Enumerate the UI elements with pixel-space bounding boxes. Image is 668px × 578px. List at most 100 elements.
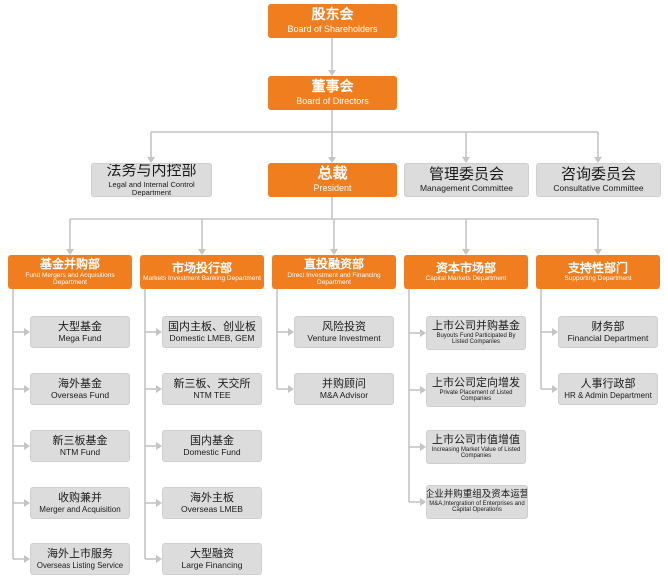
arrow-down-icon <box>594 249 602 255</box>
sub-label: 海外基金 <box>58 376 102 390</box>
arrow-right-icon <box>156 442 162 450</box>
dept-label-en: Supporting Department <box>564 275 632 283</box>
arrow-right-icon <box>24 499 30 507</box>
dept-label-en: Direct Investment and Financing Departme… <box>287 271 381 286</box>
dept-label: 直投融资部 <box>303 257 364 272</box>
sub-label: 人事行政部 <box>580 377 636 391</box>
sub-label: 上市公司定向增发 <box>432 376 520 390</box>
sub-merger-acquisition: 收购兼并 Merger and Acquisition <box>30 487 130 519</box>
arrow-down-icon <box>198 249 206 255</box>
sub-label: 上市公司市值增值 <box>432 433 520 447</box>
management-box: 管理委员会 Management Committee <box>404 163 529 197</box>
arrow-down-icon <box>330 249 338 255</box>
arrow-down-icon <box>462 157 470 163</box>
sub-label: 国内基金 <box>190 433 234 447</box>
arrow-down-icon <box>328 157 336 163</box>
arrow-down-icon <box>594 157 602 163</box>
shareholders-label-en: Board of Shareholders <box>287 23 378 34</box>
president-label-en: President <box>313 183 352 194</box>
sub-market-value: 上市公司市值增值 Increasing Market Value of List… <box>426 430 526 464</box>
sub-ma-advisor: 并购顾问 M&A Advisor <box>294 373 394 405</box>
sub-label-en: M&A,Intergration of Enterprises and Capi… <box>429 500 525 514</box>
arrow-right-icon <box>288 385 294 393</box>
sub-ma-integration: 企业并购重组及资本运营 M&A,Intergration of Enterpri… <box>426 485 528 519</box>
dept-capital-markets: 资本市场部 Capital Markets Department <box>404 255 528 289</box>
legal-box: 法务与内控部 Legal and Internal Control Depart… <box>91 163 212 197</box>
arrow-right-icon <box>24 328 30 336</box>
sub-label-en: Overseas Fund <box>50 390 110 401</box>
sub-ntm-tee: 新三板、天交所 NTM TEE <box>162 373 262 405</box>
dept-fund-ma: 基金并购部 Fund Mergers and Acquisitions Depa… <box>8 255 132 289</box>
arrow-right-icon <box>156 499 162 507</box>
sub-label-en: Increasing Market Value of Listed Compan… <box>431 446 521 460</box>
sub-label-en: Mega Fund <box>58 333 102 344</box>
arrow-right-icon <box>24 555 30 563</box>
sub-mega-fund: 大型基金 Mega Fund <box>30 316 130 348</box>
sub-label: 大型基金 <box>58 319 102 333</box>
sub-label: 新三板基金 <box>52 433 108 447</box>
arrow-right-icon <box>156 328 162 336</box>
sub-label: 并购顾问 <box>322 376 366 390</box>
arrow-right-icon <box>288 328 294 336</box>
consultative-box: 咨询委员会 Consultative Committee <box>536 163 661 197</box>
consultative-label: 咨询委员会 <box>560 164 636 183</box>
sub-label: 新三板、天交所 <box>173 376 251 390</box>
sub-buyouts-fund: 上市公司并购基金 Buyouts Fund Participated By Li… <box>426 316 526 350</box>
dept-label: 支持性部门 <box>567 260 628 275</box>
sub-label-en: Large Financing <box>181 560 243 571</box>
sub-hr-admin: 人事行政部 HR & Admin Department <box>558 373 658 405</box>
sub-label: 大型融资 <box>190 546 234 560</box>
arrow-right-icon <box>24 385 30 393</box>
arrow-right-icon <box>420 443 426 451</box>
dept-label-en: Fund Mergers and Acquisitions Department <box>25 271 115 286</box>
sub-label-en: Overseas Listing Service <box>36 560 124 570</box>
sub-private-placement: 上市公司定向增发 Private Placement of Listed Com… <box>426 373 526 407</box>
arrow-right-icon <box>156 385 162 393</box>
arrow-down-icon <box>147 157 155 163</box>
directors-label: 董事会 <box>311 78 354 95</box>
arrow-right-icon <box>552 328 558 336</box>
sub-ntm-fund: 新三板基金 NTM Fund <box>30 430 130 462</box>
arrow-down-icon <box>66 249 74 255</box>
president-box: 总裁 President <box>268 163 397 197</box>
dept-label-en: Capital Markets Department <box>425 275 507 283</box>
sub-label: 上市公司并购基金 <box>432 319 520 333</box>
arrow-down-icon <box>328 70 336 76</box>
arrow-right-icon <box>420 386 426 394</box>
sub-label-en: Private Placement of Listed Companies <box>439 389 513 403</box>
sub-label: 海外上市服务 <box>47 547 113 561</box>
management-label-en: Management Committee <box>419 183 514 194</box>
dept-label: 资本市场部 <box>435 260 496 275</box>
directors-label-en: Board of Directors <box>296 95 369 106</box>
arrow-right-icon <box>420 498 426 506</box>
dept-direct-investment: 直投融资部 Direct Investment and Financing De… <box>272 255 396 289</box>
sub-overseas-listing: 海外上市服务 Overseas Listing Service <box>30 543 130 575</box>
sub-label-en: Financial Department <box>567 333 649 344</box>
arrow-right-icon <box>24 442 30 450</box>
sub-label: 国内主板、创业板 <box>168 319 256 333</box>
sub-domestic-fund: 国内基金 Domestic Fund <box>162 430 262 462</box>
arrow-right-icon <box>552 385 558 393</box>
dept-label: 市场投行部 <box>171 260 232 275</box>
arrow-down-icon <box>462 249 470 255</box>
sub-domestic-lmeb: 国内主板、创业板 Domestic LMEB, GEM <box>162 316 262 348</box>
sub-label: 风险投资 <box>322 319 366 333</box>
sub-label: 财务部 <box>591 319 625 333</box>
arrow-right-icon <box>420 329 426 337</box>
sub-label: 收购兼并 <box>58 491 102 505</box>
directors-box: 董事会 Board of Directors <box>268 76 397 110</box>
sub-financial-dept: 财务部 Financial Department <box>558 316 658 348</box>
shareholders-label: 股东会 <box>311 6 354 23</box>
sub-label-en: NTM Fund <box>59 447 101 458</box>
sub-label-en: Buyouts Fund Participated By Listed Comp… <box>436 332 516 346</box>
management-label: 管理委员会 <box>428 164 504 183</box>
sub-label-en: NTM TEE <box>193 390 231 401</box>
legal-label: 法务与内控部 <box>106 163 197 180</box>
arrow-right-icon <box>156 555 162 563</box>
consultative-label-en: Consultative Committee <box>553 183 644 194</box>
dept-supporting: 支持性部门 Supporting Department <box>536 255 660 289</box>
dept-label: 基金并购部 <box>39 257 100 272</box>
dept-label-en: Markets Investment Banking Department <box>143 275 261 283</box>
sub-label-en: Domestic LMEB, GEM <box>169 333 255 344</box>
